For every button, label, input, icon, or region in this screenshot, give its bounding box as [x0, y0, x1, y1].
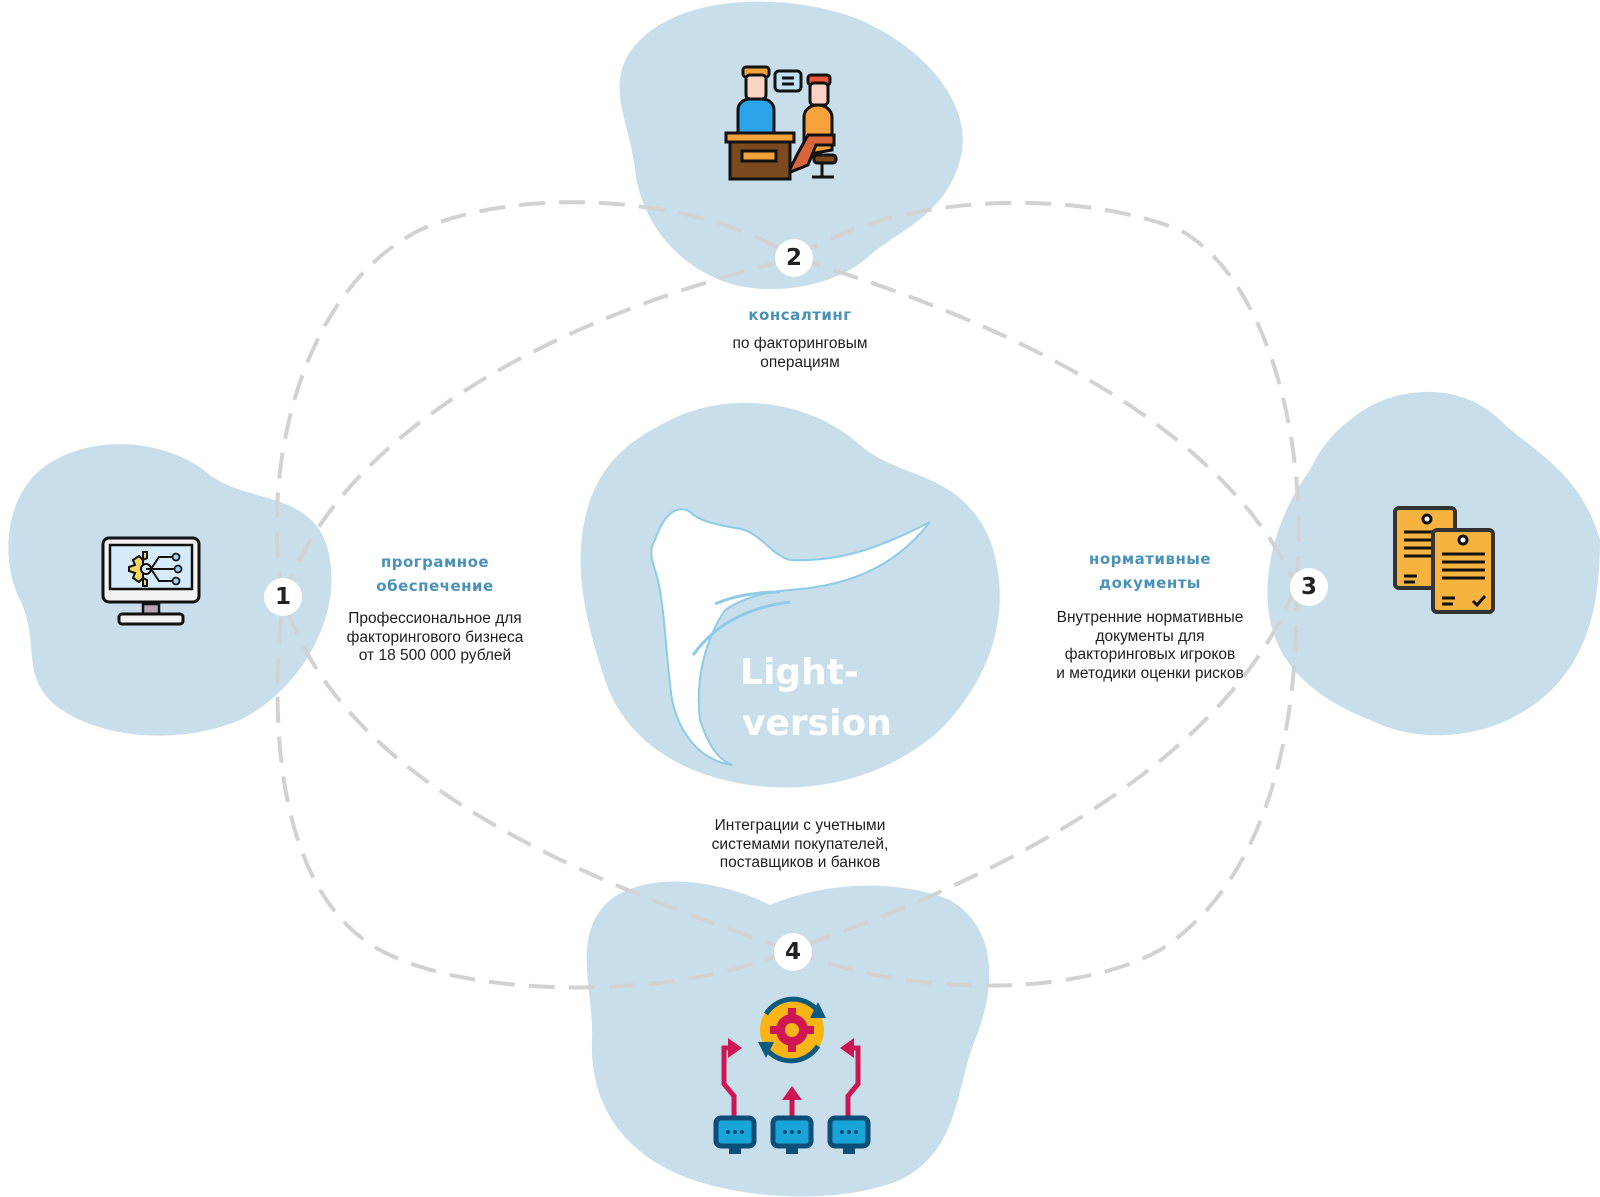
node-2-desc-line1: по факторинговым [732, 335, 868, 352]
monitor-gear-icon [101, 536, 201, 626]
node-2-title-line1: консалтинг [748, 306, 852, 324]
dashed-connector-2 [793, 200, 1301, 586]
node-1-title-line1: програмное [380, 553, 490, 571]
dashed-connector-8 [281, 597, 791, 952]
node-1-text: програмное обеспечение Профессиональное … [315, 550, 555, 666]
node-1-desc-line2: факторингового бизнеса [346, 628, 524, 646]
node-4-desc-line3: поставщиков и банков [719, 854, 881, 871]
node-3-desc-line3: факторинговых игроков [1064, 646, 1236, 663]
node-3-title-line1: нормативные [1088, 550, 1212, 568]
node-3-desc-line4: и методики оценки рисков [1056, 664, 1244, 682]
node-4-desc-line2: системами покупателей, [711, 835, 889, 853]
dashed-connectors [274, 200, 1301, 990]
dashed-connector-3 [789, 584, 1299, 988]
node-3-text: нормативные документы Внутренние нормати… [1020, 547, 1280, 683]
node-3-desc-line1: Внутренние нормативные [1056, 609, 1244, 626]
node-2-text: консалтинг по факторинговым операциям [680, 303, 920, 372]
documents-icon [1393, 506, 1495, 614]
consulting-meeting-icon [724, 65, 838, 181]
dashed-connector-4 [275, 597, 791, 990]
step-badge-1: 1 [264, 578, 302, 616]
logo-swoosh-icon [650, 508, 931, 766]
step-badge-2: 2 [775, 239, 813, 277]
node-1-title-line2: обеспечение [376, 577, 494, 595]
dashed-connector-1 [274, 200, 797, 599]
node-1-desc-line3: от 18 500 000 рублей [358, 647, 512, 664]
step-badge-3: 3 [1290, 568, 1328, 606]
logo-text-line1: Light- [740, 652, 859, 693]
node-2-desc-line2: операциям [760, 353, 840, 371]
step-badge-4: 4 [774, 933, 812, 971]
dashed-connector-6 [794, 256, 1298, 586]
dashed-connector-5 [281, 256, 796, 599]
node-3-desc-line2: документы для [1095, 627, 1205, 645]
node-4-text: Интеграции с учетными системами покупате… [670, 817, 930, 873]
logo-text-line2: version [742, 703, 892, 744]
node-1-desc-line1: Профессиональное для [348, 610, 522, 627]
integration-network-icon [713, 996, 871, 1154]
node-4-desc-line1: Интеграции с учетными [714, 817, 886, 834]
node-3-title-line2: документы [1099, 574, 1201, 592]
dashed-connector-7 [789, 584, 1298, 952]
